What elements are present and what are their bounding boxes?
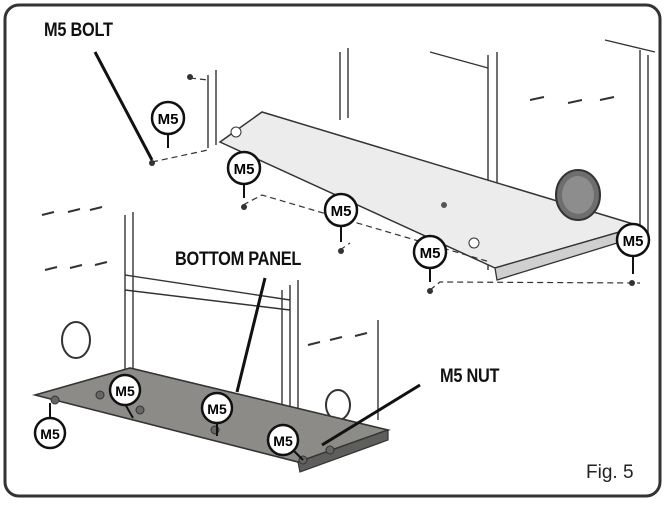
upper-bolts [149,74,635,294]
svg-text:M5: M5 [234,161,255,178]
m5-callout: M5 [200,391,234,436]
m5-bolt-label: M5 BOLT [44,20,113,41]
m5-callout: M5 [108,373,142,419]
m5-callout: M5 [266,423,304,461]
svg-text:M5: M5 [207,401,227,417]
bottom-panel-label: BOTTOM PANEL [175,249,302,270]
m5-callout: M5 [615,222,651,274]
m5-nut-label: M5 NUT [440,366,500,387]
m5-callout: M5 [150,100,186,148]
svg-text:M5: M5 [623,233,644,250]
svg-text:M5: M5 [40,426,60,442]
lower-panel-holes [50,390,335,465]
m5-callout: M5 [323,192,359,242]
svg-text:M5: M5 [115,383,135,399]
lower-cabinet [41,206,379,420]
m5-callouts: M5 M5 M5 M5 M5 M5 M5 [33,100,651,461]
svg-text:M5: M5 [273,433,293,449]
figure-caption: Fig. 5 [586,462,634,483]
m5-callout: M5 [226,150,262,198]
svg-text:M5: M5 [158,111,179,128]
svg-text:M5: M5 [331,203,352,220]
leader-lines [93,51,421,447]
svg-text:M5: M5 [420,245,441,262]
m5-callout: M5 [33,403,67,450]
m5-callout: M5 [412,234,448,282]
